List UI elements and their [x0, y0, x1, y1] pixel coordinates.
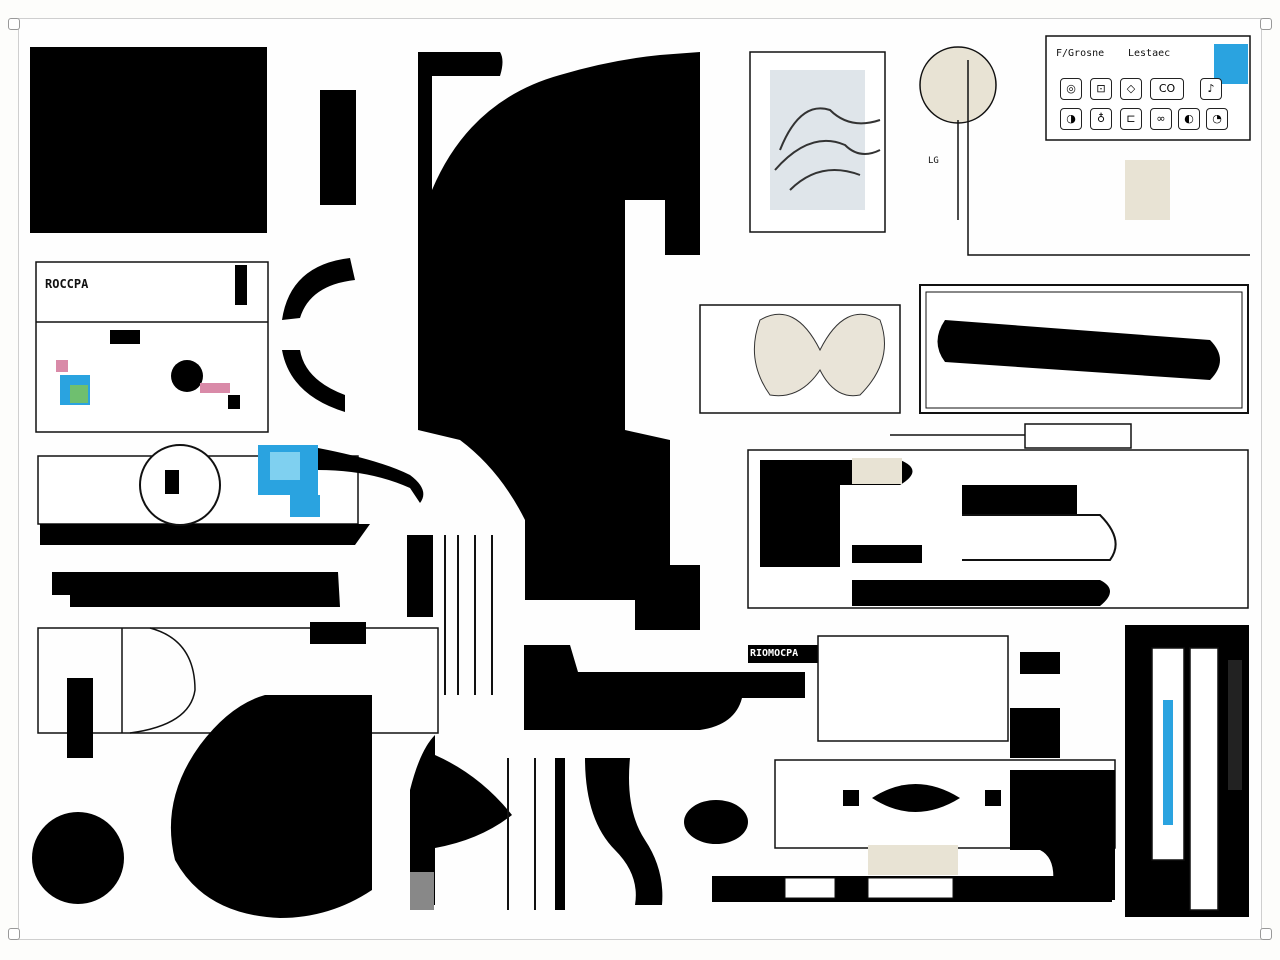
- panel-button-2[interactable]: ⊡: [1090, 78, 1112, 100]
- black-pill: [937, 320, 1220, 380]
- panel-header-right: Lestaec: [1128, 48, 1171, 59]
- central-silhouette: [418, 52, 700, 630]
- panel-button-5[interactable]: ♪: [1200, 78, 1222, 100]
- panel-button-4[interactable]: CO: [1150, 78, 1184, 100]
- black-square: [30, 47, 267, 233]
- resize-handle-bottom-right[interactable]: [1260, 928, 1272, 940]
- panel-button-6[interactable]: ◑: [1060, 108, 1082, 130]
- caption-label: ROCCPA: [45, 277, 89, 291]
- resize-handle-bottom-left[interactable]: [8, 928, 20, 940]
- panel-button-3[interactable]: ◇: [1120, 78, 1142, 100]
- long-bar-left: [52, 572, 340, 607]
- panel-button-11[interactable]: ◔: [1206, 108, 1228, 130]
- curved-bracket: [282, 258, 355, 412]
- black-vertical-bar: [320, 90, 356, 205]
- black-blob: [170, 695, 372, 918]
- resize-handle-top-left[interactable]: [8, 18, 20, 30]
- panel-button-1[interactable]: ◎: [1060, 78, 1082, 100]
- black-circle: [32, 812, 124, 904]
- machine-caption-label: RIOMOCPA: [750, 648, 799, 659]
- tiny-mark-label: LG: [928, 156, 939, 166]
- resize-handle-top-right[interactable]: [1260, 18, 1272, 30]
- panel-button-8[interactable]: ⊏: [1120, 108, 1142, 130]
- panel-header-left: F/Grosne: [1056, 48, 1105, 59]
- panel-button-10[interactable]: ◐: [1178, 108, 1200, 130]
- panel-button-7[interactable]: ♁: [1090, 108, 1112, 130]
- panel-button-9[interactable]: ∞: [1150, 108, 1172, 130]
